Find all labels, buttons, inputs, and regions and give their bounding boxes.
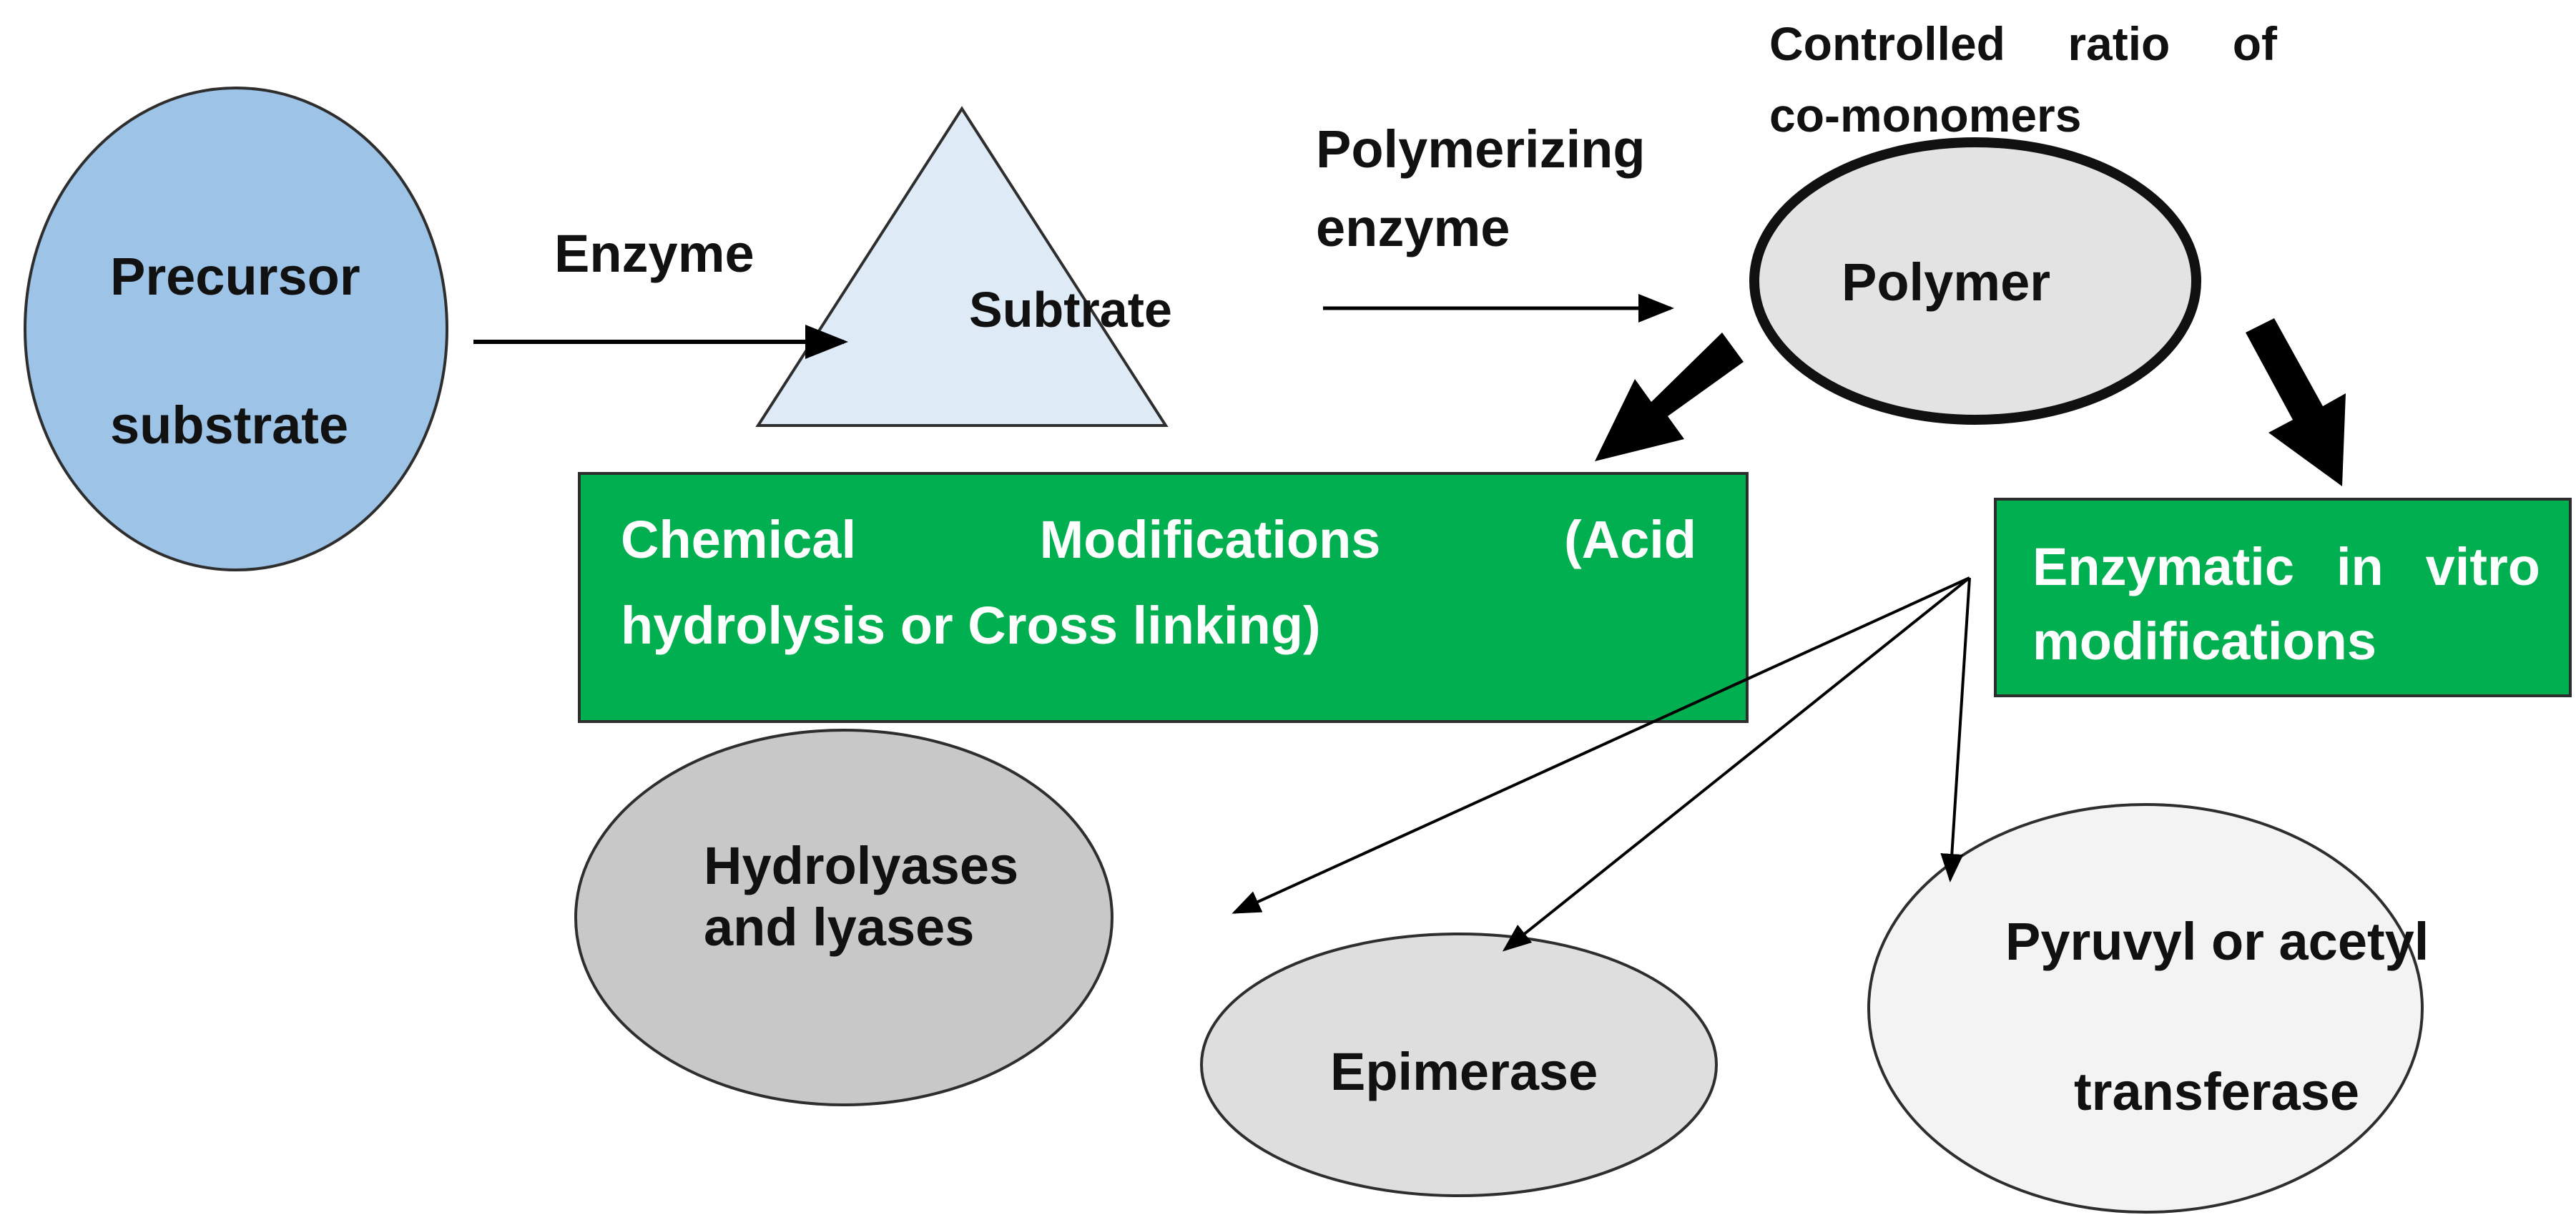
pyruvyl-label-line1: Pyruvyl or acetyl [2005, 912, 2429, 971]
hydrolyases-node [574, 729, 1114, 1106]
polymer-node [1749, 137, 2201, 425]
chemical-modifications-box [578, 472, 1749, 723]
polymerizing-edge-label-line2: enzyme [1316, 198, 1510, 257]
epimerase-node [1200, 933, 1718, 1197]
precursor-label-line2: substrate [110, 395, 349, 455]
enzyme-edge-label: Enzyme [554, 224, 754, 283]
subtrate-label: Subtrate [969, 282, 1172, 338]
precursor-substrate-node [24, 87, 448, 571]
to-pyruvyl-arrow [1940, 577, 1971, 882]
subtrate-node [755, 106, 1169, 427]
polymer-to-chemical-arrow [1595, 333, 1744, 461]
to-epimerase-arrow [1502, 576, 1971, 952]
precursor-label-line1: Precursor [110, 247, 360, 306]
to-hydrolyases-arrow [1232, 576, 1970, 914]
enzymatic-label-line2: modifications [2032, 611, 2377, 671]
polymerizing-edge-label-line1: Polymerizing [1316, 119, 1646, 179]
hydrolyases-label-line1: Hydrolyases [704, 836, 1019, 895]
chemical-label-line1: Chemical Modifications (Acid [621, 510, 1696, 569]
chemical-label-line2: hydrolysis or Cross linking) [621, 596, 1321, 655]
polymer-label: Polymer [1842, 252, 2051, 312]
controlled-ratio-label-line2: co-monomers [1769, 89, 2082, 142]
pyruvyl-node [1867, 803, 2424, 1214]
epimerase-label: Epimerase [1330, 1042, 1598, 1101]
controlled-ratio-label-line1: Controlled ratio of [1769, 17, 2277, 70]
polymer-to-enzymatic-arrow [2246, 318, 2346, 486]
enzymatic-label-line1: Enzymatic in vitro [2032, 537, 2540, 596]
enzymatic-modifications-box [1994, 498, 2572, 697]
hydrolyases-label-line2: and lyases [704, 897, 975, 957]
pyruvyl-label-line2: transferase [2074, 1062, 2360, 1121]
